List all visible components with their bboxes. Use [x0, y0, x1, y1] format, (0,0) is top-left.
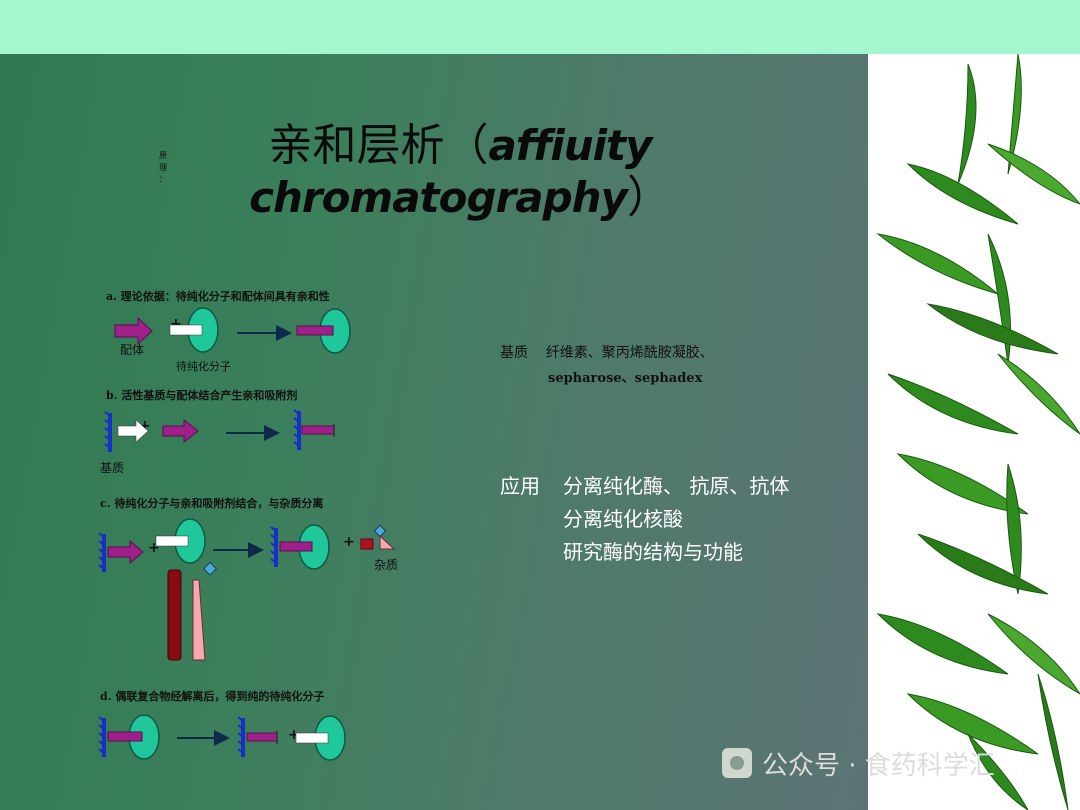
target-molecule-c [156, 519, 205, 563]
adsorbent-b [294, 410, 334, 450]
column-illustration [168, 570, 205, 660]
watermark-text: 公众号 · 食药科学汇 [762, 745, 995, 782]
complex-a [297, 309, 350, 353]
bamboo-leaves-image [868, 54, 1080, 810]
affinity-diagram [0, 0, 868, 810]
wechat-logo-icon [722, 748, 752, 778]
application-line-2: 分离纯化核酸 [563, 503, 683, 536]
bound-complex-c [271, 525, 329, 569]
matrix-line-1: 基质 纤维素、聚丙烯酰胺凝胶、 [500, 342, 714, 362]
target-molecule-a [170, 308, 218, 352]
impurity-diamond-c [204, 562, 217, 575]
bamboo-decoration [868, 54, 1080, 810]
adsorbent-d [238, 717, 277, 757]
pure-molecule-d [296, 716, 345, 760]
matrix-value: 纤维素、聚丙烯酰胺凝胶、 [546, 345, 714, 361]
matrix-key: 基质 [500, 345, 528, 361]
application-line-3: 研究酶的结构与功能 [563, 536, 743, 569]
matrix-line-2: sepharose、sephadex [548, 367, 702, 386]
applications-key: 应用 [500, 470, 563, 503]
ligand-arrow-b [163, 420, 198, 442]
impurity-group [361, 525, 394, 549]
watermark: 公众号 · 食药科学汇 [722, 745, 995, 781]
application-line-1: 分离纯化酶、 抗原、抗体 [563, 470, 789, 503]
adsorbent-c [99, 533, 143, 572]
ligand-arrow-a [115, 318, 152, 344]
matrix-b [105, 412, 148, 452]
bound-complex-d [99, 715, 159, 759]
applications-block: 应用分离纯化酶、 抗原、抗体 分离纯化核酸 研究酶的结构与功能 [500, 470, 789, 569]
